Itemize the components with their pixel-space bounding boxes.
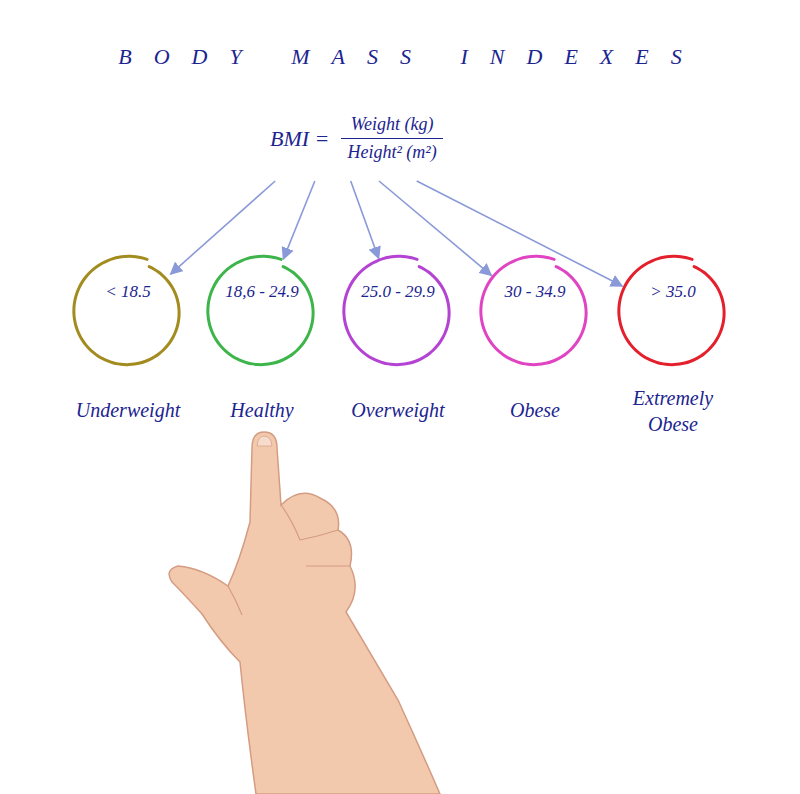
diagram-title: BODY MASS INDEXES	[0, 44, 800, 70]
fraction-denominator: Height² (m²)	[341, 139, 442, 163]
category-label: Underweight	[48, 397, 208, 423]
category-label: Healthy	[182, 397, 342, 423]
category-label: Obese	[455, 397, 615, 423]
bmi-range: > 35.0	[618, 282, 728, 302]
category-label: Extremely Obese	[618, 385, 728, 437]
formula-box: BMI = Weight (kg)Height² (m²)	[262, 110, 451, 181]
fingernail	[257, 436, 272, 446]
circle-outline	[73, 257, 183, 367]
circle-ring	[344, 256, 449, 364]
circle-outline	[480, 257, 590, 367]
knuckle-crease	[228, 505, 350, 615]
circle-outline	[343, 257, 453, 367]
bmi-range: 18,6 - 24.9	[207, 282, 317, 302]
category-arrow	[417, 181, 622, 286]
bmi-range-circle: 30 - 34.9Obese	[480, 257, 590, 367]
bmi-range-circle: 25.0 - 29.9Overweight	[343, 257, 453, 367]
category-arrow	[283, 181, 315, 259]
pointing-hand	[169, 432, 440, 794]
bmi-range-circle: 18,6 - 24.9Healthy	[207, 257, 317, 367]
category-arrow	[379, 181, 491, 275]
circle-outline	[618, 257, 728, 367]
bmi-range: 25.0 - 29.9	[343, 282, 453, 302]
bmi-range-circle: > 35.0Extremely Obese	[618, 257, 728, 367]
formula-lhs: BMI =	[270, 126, 329, 152]
bmi-range: 30 - 34.9	[480, 282, 590, 302]
circle-ring	[74, 256, 179, 364]
bmi-range: < 18.5	[73, 282, 183, 302]
fraction: Weight (kg)Height² (m²)	[341, 114, 442, 163]
circle-ring	[481, 256, 586, 364]
category-arrow	[351, 181, 379, 258]
category-arrow	[171, 181, 276, 274]
circle-ring	[208, 256, 313, 364]
category-label: Overweight	[318, 397, 478, 423]
bmi-range-circle: < 18.5Underweight	[73, 257, 183, 367]
circle-ring	[619, 256, 724, 364]
fraction-numerator: Weight (kg)	[341, 114, 442, 139]
circle-outline	[207, 257, 317, 367]
